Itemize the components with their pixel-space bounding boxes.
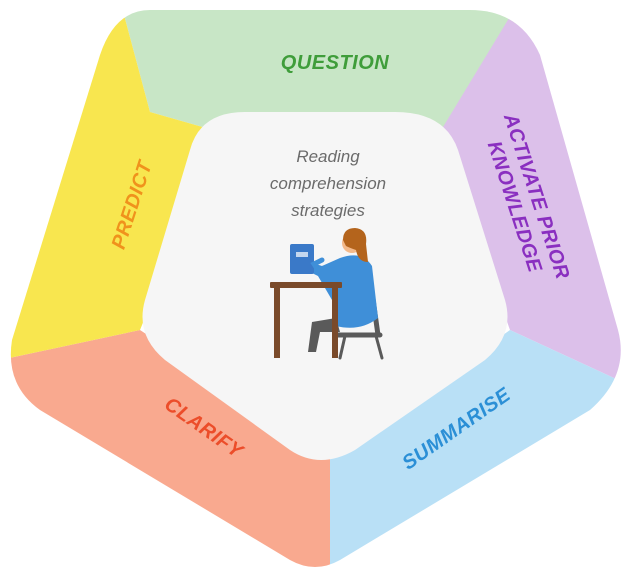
desk-top xyxy=(270,282,342,288)
label-question: QUESTION xyxy=(281,52,390,74)
center-title-line-1: Reading xyxy=(296,147,360,166)
center-title-line-2: comprehension xyxy=(270,174,386,193)
person-shirt xyxy=(306,255,378,328)
person-hair xyxy=(343,228,368,262)
person-reading-at-desk-icon xyxy=(270,228,384,360)
person-arm xyxy=(310,257,345,273)
book-label xyxy=(296,252,308,257)
desk-leg xyxy=(332,288,338,358)
desk-leg xyxy=(274,288,280,358)
book-icon xyxy=(290,244,314,274)
center-title-line-3: strategies xyxy=(291,201,365,220)
segment-question xyxy=(120,10,520,132)
